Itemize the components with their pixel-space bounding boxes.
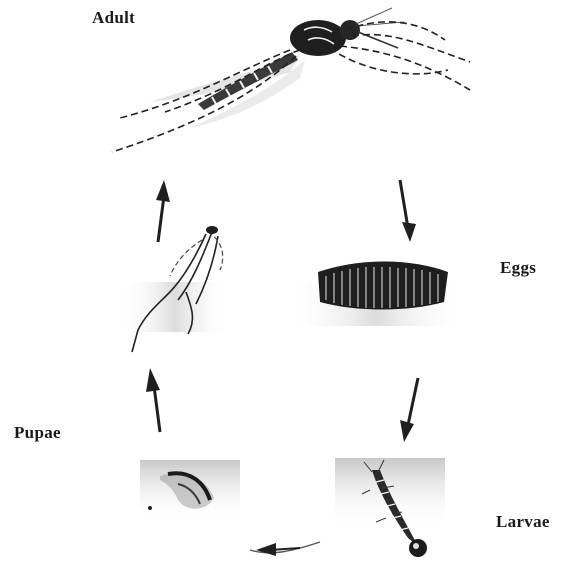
label-eggs: Eggs: [500, 258, 536, 278]
egg-raft: [318, 262, 448, 310]
eggs-illustration: [286, 262, 466, 327]
arrow-adult-to-eggs: [400, 180, 416, 242]
emerging-adult-illustration: [120, 226, 230, 352]
arrow-pupae-to-emergence: [146, 368, 160, 432]
arrow-emergence-to-adult: [156, 180, 170, 242]
label-adult: Adult: [92, 8, 135, 28]
label-pupae: Pupae: [14, 423, 61, 443]
adult-mosquito-illustration: [112, 8, 470, 152]
arrow-eggs-to-larvae: [400, 378, 418, 442]
label-larvae: Larvae: [496, 512, 550, 532]
adult-head: [340, 20, 360, 40]
pupae-illustration: [140, 460, 320, 553]
larvae-illustration: [335, 458, 445, 557]
